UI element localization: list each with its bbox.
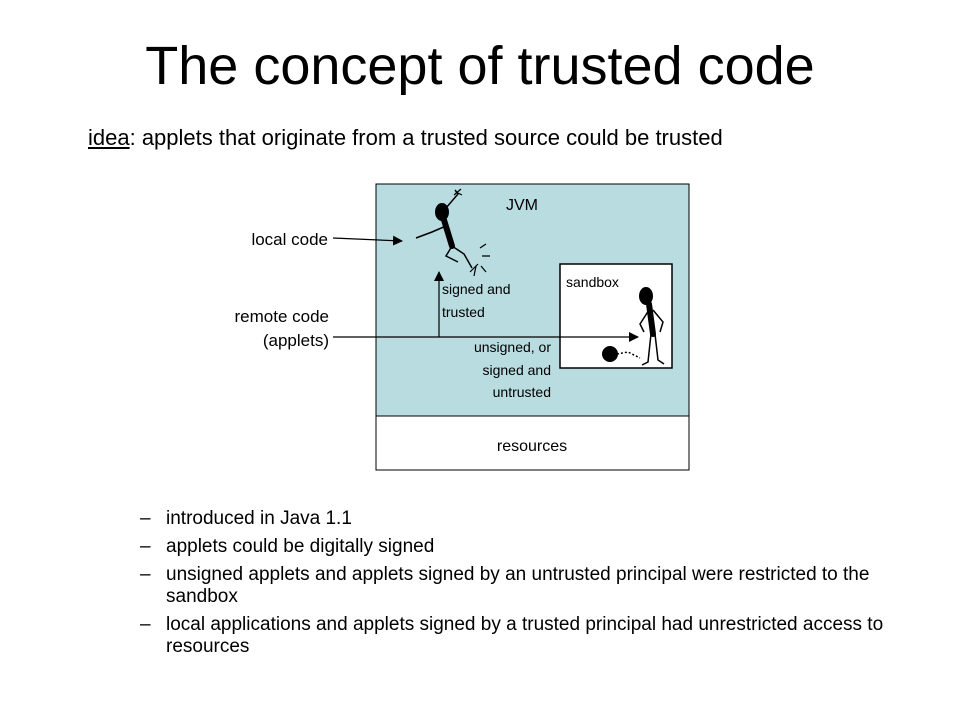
slide-title: The concept of trusted code <box>145 36 815 96</box>
unsigned-label-3: untrusted <box>493 384 551 400</box>
remote-code-applets-label: (applets) <box>263 331 329 350</box>
bullet-text: introduced in Java 1.1 <box>166 508 352 529</box>
sandbox-label: sandbox <box>566 274 619 290</box>
unsigned-label-1: unsigned, or <box>474 339 551 355</box>
free-figure-icon <box>415 188 490 277</box>
bullet-item: –unsigned applets and applets signed by … <box>140 564 920 608</box>
bullet-marker: – <box>140 508 151 529</box>
bullet-item: –applets could be digitally signed <box>140 536 920 558</box>
unsigned-label-2: signed and <box>482 362 551 378</box>
subtitle-keyword: idea <box>88 125 130 150</box>
subtitle-text: : applets that originate from a trusted … <box>129 125 723 150</box>
sandboxed-figure-icon <box>602 287 665 366</box>
bullet-text: local applications and applets signed by… <box>166 614 884 657</box>
bullet-marker: – <box>140 614 151 635</box>
bullet-item: –introduced in Java 1.1 <box>140 508 920 530</box>
jvm-label: JVM <box>506 197 538 214</box>
bullet-list: –introduced in Java 1.1 –applets could b… <box>140 508 920 664</box>
bullet-text: applets could be digitally signed <box>166 536 435 557</box>
bullet-text: unsigned applets and applets signed by a… <box>166 564 870 607</box>
signed-trusted-label-1: signed and <box>442 281 511 297</box>
bullet-item: –local applications and applets signed b… <box>140 614 920 658</box>
slide-subtitle: idea: applets that originate from a trus… <box>88 124 723 152</box>
bullet-marker: – <box>140 536 151 557</box>
remote-code-label: remote code <box>235 307 330 326</box>
local-code-label: local code <box>251 230 328 249</box>
resources-box <box>375 415 690 471</box>
bullet-marker: – <box>140 564 151 585</box>
signed-trusted-label-2: trusted <box>442 304 485 320</box>
resources-label: resources <box>497 438 567 455</box>
local-code-arrow <box>332 235 403 246</box>
